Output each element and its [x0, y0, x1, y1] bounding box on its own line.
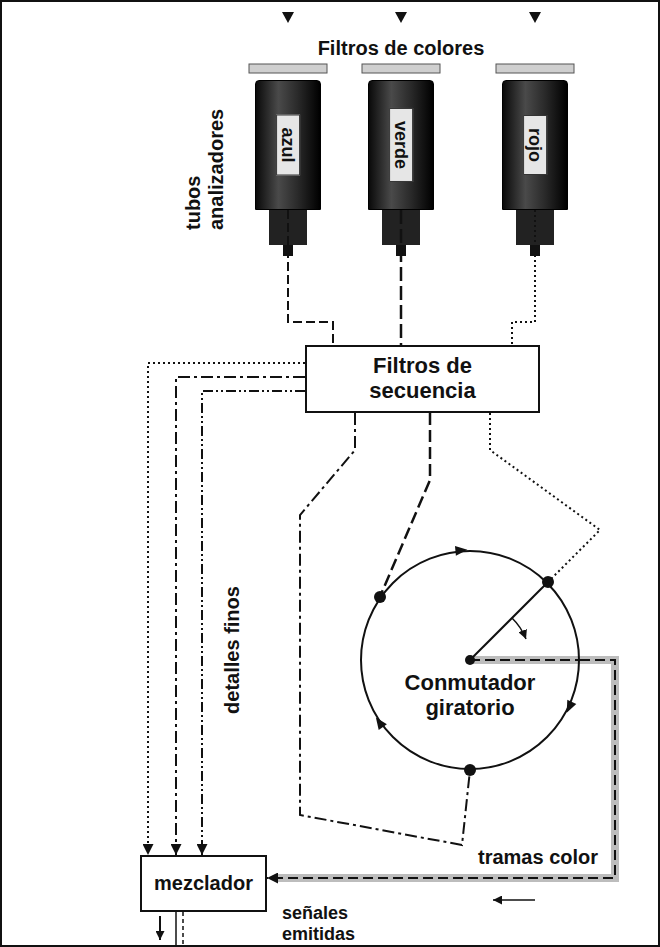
output-band-stripe: [470, 659, 582, 661]
tube-label: azul: [276, 114, 300, 175]
connector-line: [267, 660, 615, 878]
signal-connector: [401, 210, 402, 345]
rotation-arrow: [512, 618, 526, 639]
signal-label: señales emitidas: [282, 903, 382, 944]
connector-line: [300, 413, 470, 845]
rotor-arm: [470, 582, 548, 660]
tube-label: rojo: [523, 115, 547, 175]
signal-label: detalles finos: [221, 586, 244, 714]
analyzer-tube: azul: [255, 80, 321, 210]
connector-line: [400, 210, 403, 345]
rotary-switch: Conmutador giratorio: [360, 550, 580, 770]
process-box: mezclador: [140, 855, 267, 912]
part-label: tubos analizadores: [182, 90, 228, 230]
color-filter: [362, 64, 440, 73]
signal-band: [277, 660, 615, 878]
process-box: Filtros de secuencia: [305, 345, 540, 413]
color-filter: [496, 64, 574, 73]
signal-connector: [176, 377, 305, 855]
signal-connector: [148, 363, 305, 855]
light-arrow: [282, 12, 294, 23]
edge-label: tramas color: [478, 846, 598, 869]
rotor-hub: [465, 655, 475, 665]
connector-line: [512, 210, 535, 345]
rotation-mark: [376, 717, 387, 730]
node-text: Conmutador giratorio: [385, 671, 555, 720]
signal-connector: [202, 391, 305, 855]
output-arrow: [159, 916, 161, 940]
connector-line: [148, 363, 305, 855]
rotation-mark: [567, 700, 577, 713]
output-band: [470, 656, 582, 664]
signal-connector: [300, 413, 470, 845]
rotation-marks: [376, 546, 576, 730]
signal-connector: [288, 210, 333, 345]
signal-connector: [380, 413, 430, 597]
connector-line: [202, 391, 305, 855]
signal-connector: [512, 210, 535, 345]
signal-connector: [490, 413, 600, 582]
signal-connector: [267, 660, 615, 878]
node-text: mezclador: [154, 872, 253, 894]
tube-label: verde: [389, 108, 413, 182]
connector-line: [288, 210, 333, 345]
node-text: Filtros de secuencia: [348, 354, 498, 403]
color-filter: [249, 64, 327, 73]
connector-line: [176, 377, 305, 855]
flow-arrow: [493, 899, 535, 901]
light-arrow: [395, 12, 407, 23]
light-arrow: [529, 12, 541, 23]
output-line: [175, 912, 177, 946]
output-line: [182, 912, 184, 946]
analyzer-tube: verde: [368, 80, 434, 210]
analyzer-tube: rojo: [502, 80, 568, 210]
contact-dot: [374, 591, 386, 603]
connector-line: [380, 413, 430, 597]
figure-label: Filtros de colores: [318, 37, 485, 60]
connector-line: [490, 413, 600, 582]
